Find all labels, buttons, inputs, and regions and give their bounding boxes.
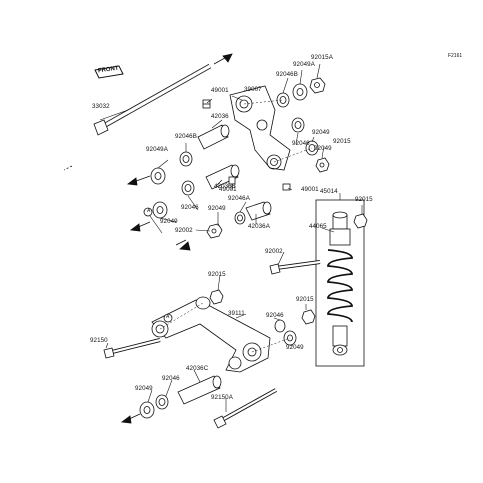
collar-42036B-part (205, 164, 240, 190)
part-label: 33032 (92, 103, 110, 110)
part-label: 92049 (208, 205, 226, 212)
part-label: 92015 (296, 296, 314, 303)
bushing-92046B-left-part (179, 151, 193, 167)
part-label: 92015A (311, 54, 333, 61)
part-label: 92046 (181, 204, 199, 211)
collar-42036C-part (177, 375, 222, 405)
bolt-92150-part (103, 338, 161, 359)
front-arrow-icon (94, 65, 124, 79)
rocker-arm-39007-part (229, 85, 291, 171)
tie-rod-39111-part (151, 296, 271, 373)
reference-a-marker-top (143, 207, 153, 217)
part-label: 92015 (208, 271, 226, 278)
nut-92015-right-part (315, 157, 330, 173)
part-label: 92150A (211, 394, 233, 401)
collar-42036A-part (245, 201, 272, 221)
bolt-92002-mid-part (269, 260, 321, 275)
part-label: 92046B (276, 71, 298, 78)
bushing-92046-left-part (181, 180, 195, 196)
figure-id: F2161 (448, 53, 463, 59)
bushing-92046B-top-part (276, 92, 290, 108)
collar-92046-bottom-part (155, 394, 169, 410)
part-label: 92049 (286, 344, 304, 351)
collar-42036-part (197, 124, 230, 150)
collar-92046-right-part (291, 117, 305, 133)
part-label: 92049A (293, 61, 315, 68)
bolt-92150A-part (213, 388, 277, 429)
part-label: 92015 (355, 196, 373, 203)
nut-92015A-part (309, 77, 326, 94)
part-label: 92002 (265, 248, 283, 255)
collar-92046-link-part (274, 319, 286, 333)
part-label: 92046 (266, 312, 284, 319)
bolt-33032-part (63, 53, 233, 171)
part-label: 39007 (244, 86, 262, 93)
leader-lines (99, 63, 363, 412)
nut-92015-shock-bottom-part (301, 309, 316, 325)
part-label: 92046A (228, 195, 250, 202)
part-label: 42036 (211, 113, 229, 120)
part-label: 45014 (320, 188, 338, 195)
part-label: 92049 (135, 385, 153, 392)
part-label: 44065 (309, 223, 327, 230)
part-label: 42036A (248, 223, 270, 230)
part-label: 92002 (175, 227, 193, 234)
assembly-arrows (126, 175, 191, 251)
part-label: 49001 (211, 87, 229, 94)
marker-a-top-label: A (147, 208, 151, 214)
part-label: 92046 (292, 140, 310, 147)
part-label: 39111 (228, 310, 245, 317)
part-label: 92049A (146, 146, 168, 153)
part-label: 42036B (214, 183, 236, 190)
nut-92015-link-part (209, 289, 224, 305)
part-label: 92046 (162, 375, 180, 382)
part-label: 42036C (186, 365, 209, 372)
bottom-arrow (120, 413, 141, 424)
washer-92049A-left-part (150, 167, 166, 185)
part-label: 92049 (314, 145, 332, 152)
washer-92049-mid-part (152, 201, 168, 219)
part-label: 49001 (219, 186, 237, 193)
part-label: 92049 (160, 218, 178, 225)
part-label: 92015 (333, 138, 351, 145)
part-label: 92049 (312, 129, 330, 136)
collar-92046A-part (234, 211, 246, 225)
marker-a-bottom-label: A (166, 314, 170, 320)
part-label: 92150 (90, 337, 108, 344)
grease-nipple-49001-right-part (282, 183, 291, 191)
nut-92015-shock-top-part (353, 213, 368, 229)
reference-lines (159, 99, 313, 353)
part-label: 92046B (175, 133, 197, 140)
front-direction-tag: FRONT (94, 64, 124, 80)
washer-92049-bottom-part (139, 401, 155, 419)
part-label: 49001 (301, 186, 319, 193)
reference-a-marker-bottom (163, 313, 173, 323)
grease-nipple-49001-top-part (202, 99, 211, 109)
washer-92049A-top-part (292, 83, 308, 101)
